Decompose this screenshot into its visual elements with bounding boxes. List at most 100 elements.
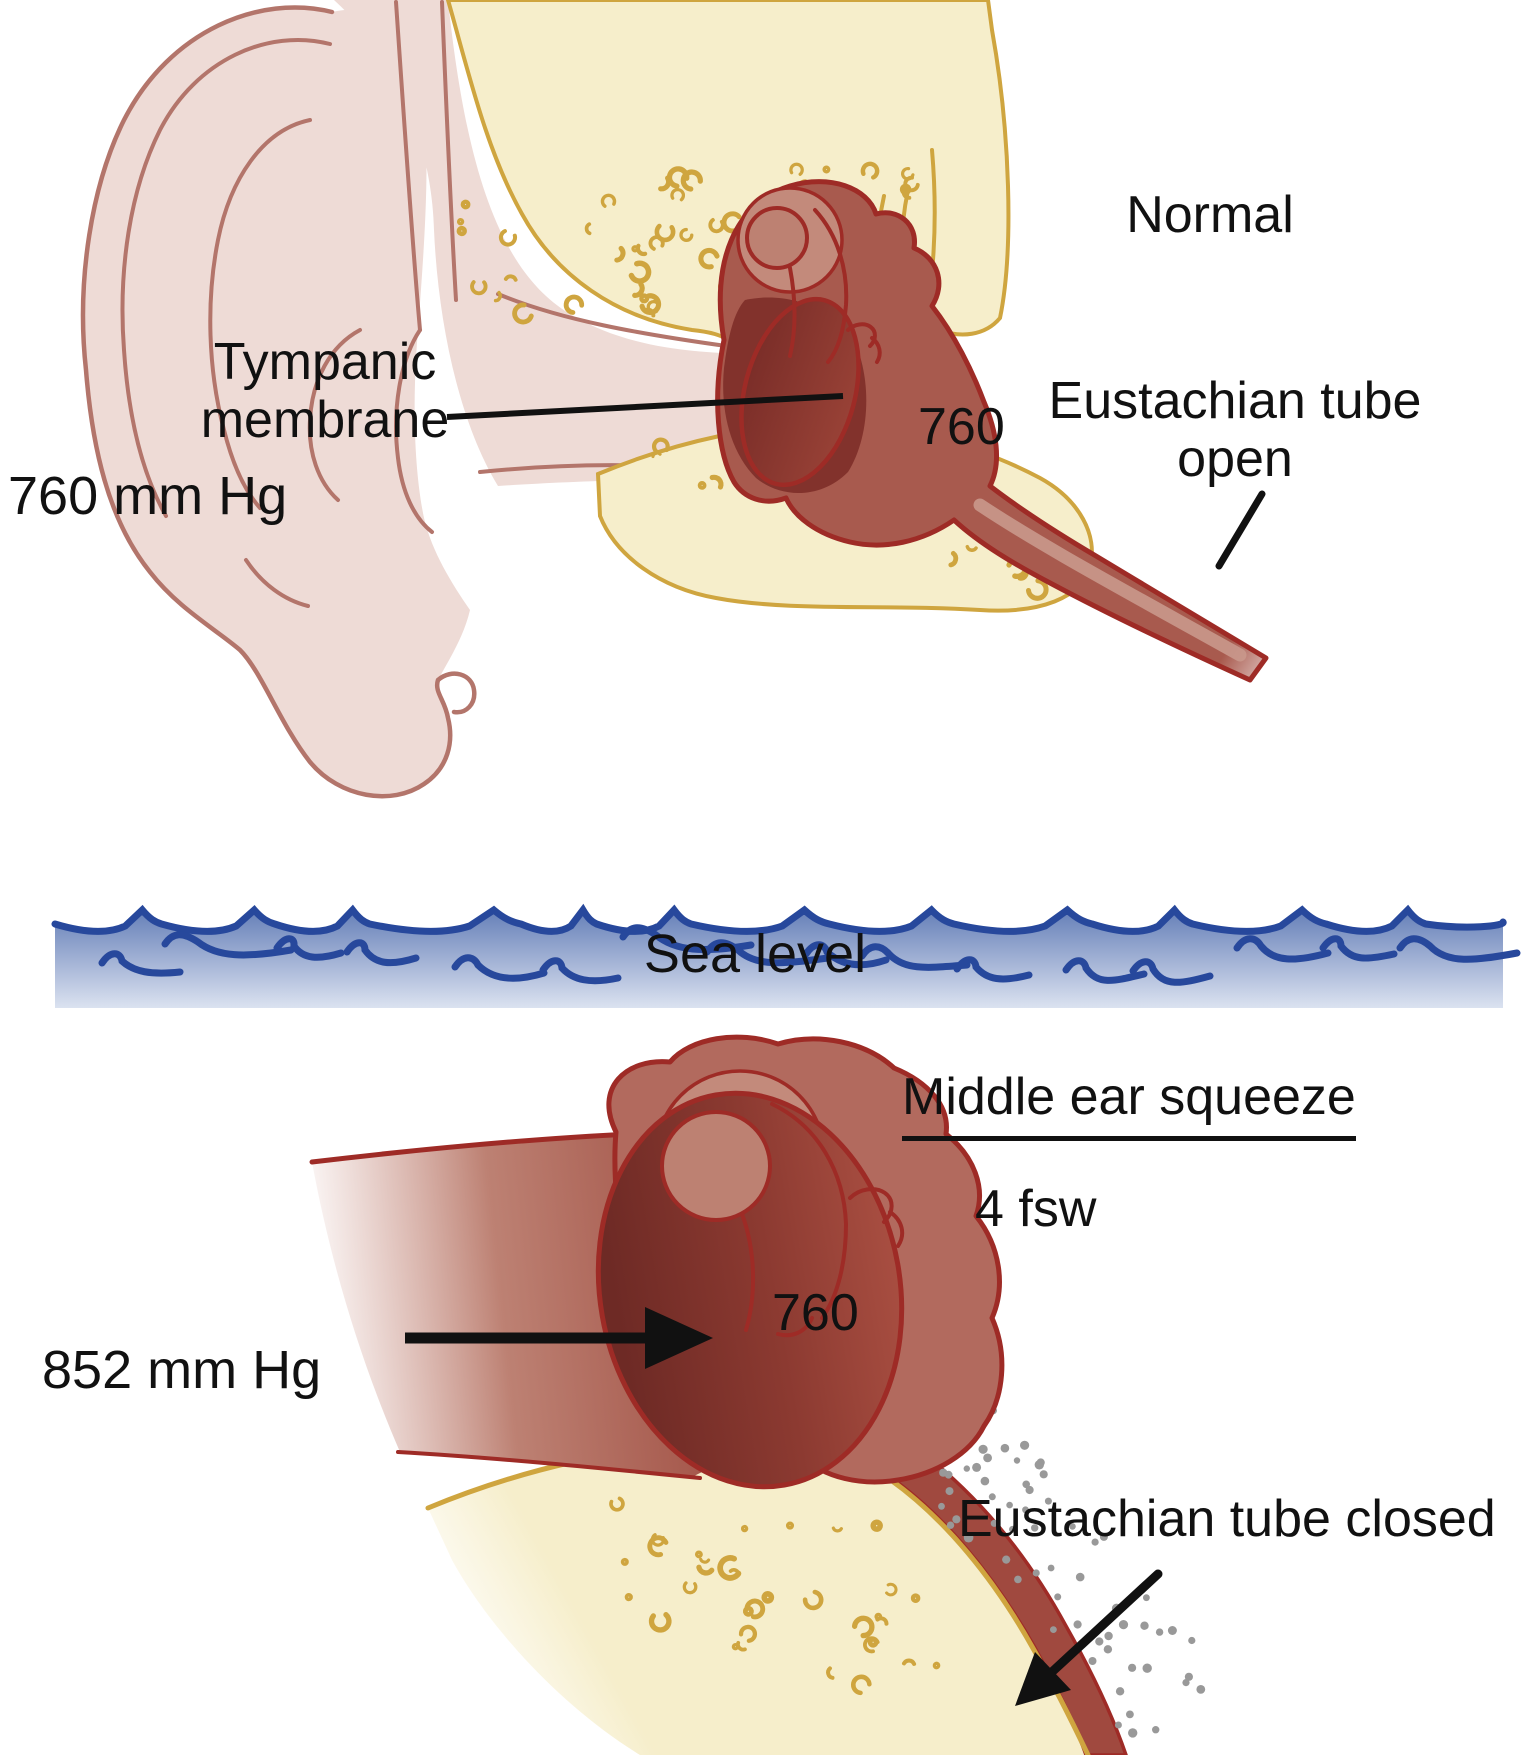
head-skin-line-2	[440, 0, 458, 302]
stipple-dot	[1128, 1663, 1137, 1672]
stipple-dot	[1044, 1497, 1052, 1505]
panel-title-squeeze: Middle ear squeeze	[902, 1068, 1356, 1142]
stipple-dot	[1104, 1631, 1113, 1641]
bone-squiggle	[682, 1581, 698, 1595]
stipple-dot	[1073, 1620, 1082, 1629]
bone-squiggle	[648, 1612, 672, 1633]
bone-squiggle	[965, 544, 978, 552]
bone-squiggle	[786, 1521, 794, 1530]
stipple-dot	[1020, 1440, 1030, 1450]
stipple-dot	[1196, 1685, 1206, 1694]
bone-squiggle	[456, 225, 467, 237]
bone-squiggle	[512, 302, 534, 325]
bone-squiggle	[648, 235, 665, 251]
bone-squiggle	[875, 1616, 889, 1626]
bone-squiggle	[498, 229, 518, 247]
normal-ear-drawing	[80, 0, 1269, 799]
bone-squiggle	[789, 162, 804, 176]
bone-squiggle	[563, 294, 585, 315]
bone-squiggle	[493, 290, 502, 303]
ear-canal-skin	[334, 0, 742, 486]
incus-process-squeeze	[776, 1316, 814, 1338]
stipple-dot	[939, 1468, 948, 1477]
tube-open-leader-line	[1215, 490, 1266, 570]
lobe-line	[244, 558, 310, 608]
malleus-handle	[788, 266, 797, 358]
incus-squeeze	[770, 1102, 849, 1320]
bone-squiggle	[1025, 578, 1049, 601]
bone-squiggle	[851, 1615, 875, 1639]
head-skin-line-1	[394, 0, 422, 332]
bone-squiggle	[584, 222, 592, 236]
bone-squiggle	[695, 1550, 703, 1559]
bone-squiggle	[738, 1624, 758, 1643]
wave-curl	[161, 931, 295, 959]
bone-squiggle	[647, 1535, 669, 1558]
bone-squiggle	[620, 1557, 629, 1566]
bone-squiggle	[736, 1640, 747, 1652]
stipple-dot	[1031, 1524, 1039, 1532]
stipple-dot	[1114, 1721, 1122, 1729]
bone-squiggle	[631, 245, 639, 253]
bone-squiggle	[614, 245, 626, 263]
sea-level-label: Sea level	[643, 924, 867, 984]
stipple-dot	[1025, 1485, 1034, 1495]
stipple-dot	[1002, 1555, 1011, 1564]
bone-squiggle	[802, 1589, 824, 1611]
stapes-footplate	[870, 336, 882, 364]
bone-squiggle	[870, 1519, 883, 1532]
bone-squiggle	[628, 260, 652, 284]
stipple-dot	[945, 1487, 954, 1496]
outside-pressure-label-normal: 760 mm Hg	[8, 466, 288, 526]
bone-squiggle	[901, 167, 915, 181]
bone-squiggle	[635, 243, 648, 257]
wave-curl	[1396, 935, 1521, 963]
middle-ear-pressure-normal: 760	[918, 398, 1005, 456]
wave-curl	[858, 943, 971, 971]
stipple-dot	[1022, 1480, 1030, 1489]
stipple-dot	[1054, 1593, 1062, 1601]
stipple-dot	[1091, 1538, 1099, 1546]
stipple-dot	[1022, 1506, 1029, 1514]
bone-squiggle	[708, 218, 725, 234]
bone-squiggle	[624, 1593, 633, 1602]
bone-squiggle	[910, 1593, 921, 1603]
stipple-dot	[952, 1515, 961, 1524]
tympanic-membrane-label-line2: membrane	[200, 391, 450, 450]
bone-squiggle	[826, 1666, 835, 1680]
helix-fold-line	[120, 38, 332, 518]
eustachian-tube-closed-label: Eustachian tube closed	[958, 1490, 1496, 1548]
stipple-dot	[1032, 1569, 1040, 1577]
stipple-dot	[980, 1476, 990, 1486]
bone-squiggle	[696, 1564, 715, 1576]
wave-curl	[619, 924, 755, 954]
stipple-dot	[1013, 1457, 1021, 1464]
stipple-dot	[1188, 1636, 1196, 1645]
stipple-dot	[938, 1502, 945, 1510]
bone-squiggle	[503, 274, 518, 282]
bone-squiggle	[885, 1582, 898, 1597]
stipple-dot	[963, 1465, 970, 1472]
stipple-dot	[988, 1493, 996, 1501]
stapes-crus-squeeze	[888, 1210, 905, 1248]
stipple-dot	[1143, 1594, 1150, 1602]
wave-curl	[703, 939, 832, 967]
tympanic-membrane-label-line1: Tympanic	[213, 333, 437, 391]
stipple-dot	[1036, 1458, 1045, 1467]
bone-squiggle	[698, 247, 720, 270]
stipple-dot	[1118, 1620, 1129, 1630]
wave-curl	[1319, 935, 1398, 962]
stipple-dot	[978, 1444, 988, 1454]
stipple-dot	[1184, 1672, 1193, 1681]
bone-squiggle	[679, 227, 694, 242]
pinna-outline	[80, 5, 477, 799]
stipple-dot	[1103, 1645, 1113, 1654]
malleus-head	[745, 206, 809, 270]
stipple-dot	[1075, 1572, 1085, 1582]
bone-texture-upper	[456, 161, 920, 325]
bone-squiggle	[901, 1658, 917, 1666]
bone-squiggle	[632, 281, 645, 299]
malleus-head-squeeze	[660, 1110, 772, 1222]
bone-squiggle	[670, 188, 686, 202]
depth-label: 4 fsw	[975, 1180, 1097, 1238]
